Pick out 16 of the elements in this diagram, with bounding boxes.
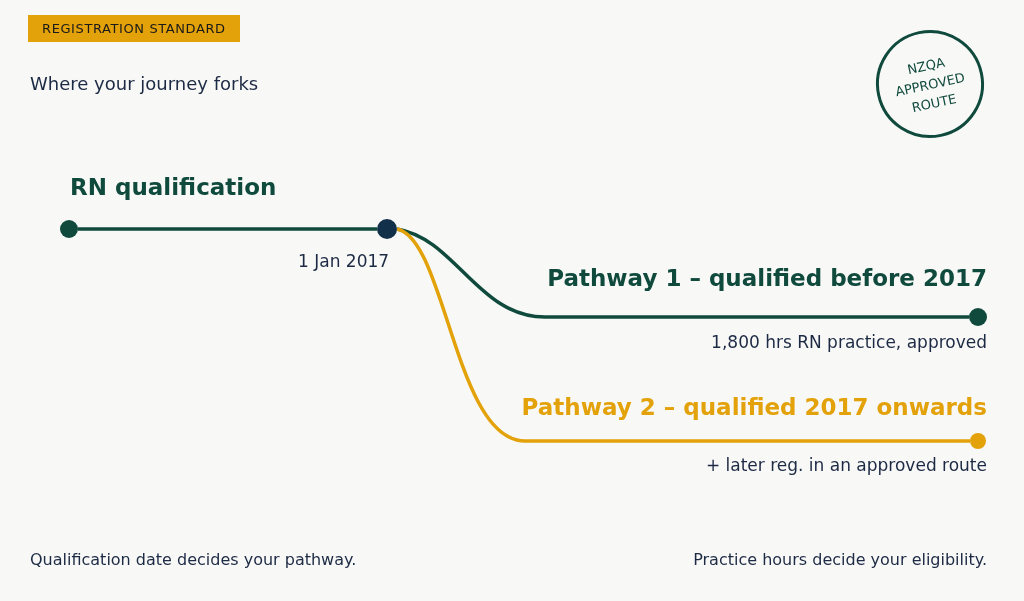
category-tag: REGISTRATION STANDARD bbox=[28, 15, 240, 42]
subtitle-text: Where your journey forks bbox=[30, 73, 259, 94]
pathway-note: + later reg. in an approved route bbox=[705, 455, 987, 475]
station-dot bbox=[377, 219, 397, 239]
pathway-heading: Pathway 1 – qualified before 2017 bbox=[547, 265, 987, 291]
station-dot bbox=[60, 220, 78, 238]
station-dot bbox=[970, 433, 986, 449]
pathway-heading: Pathway 2 – qualified 2017 onwards bbox=[521, 394, 987, 420]
footer-note: Qualification date decides your pathway. bbox=[30, 550, 357, 569]
route-line bbox=[78, 227, 377, 231]
station-label: RN qualification bbox=[70, 174, 277, 200]
route-line bbox=[396, 227, 970, 443]
date-label: 1 Jan 2017 bbox=[298, 251, 390, 271]
pathway-note: 1,800 hrs RN practice, approved bbox=[711, 332, 987, 352]
station-dot bbox=[969, 308, 987, 326]
footer-note: Practice hours decide your eligibility. bbox=[693, 550, 987, 569]
